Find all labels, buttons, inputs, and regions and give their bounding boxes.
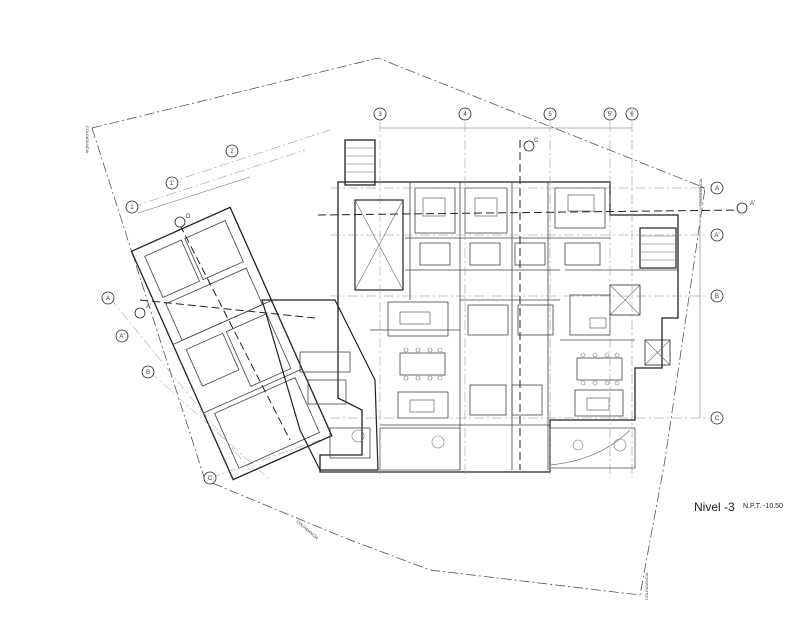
drawing-title: Nivel -3 <box>694 500 735 514</box>
grid-label: A <box>715 186 719 192</box>
boundary-label: COLINDANCIA <box>644 572 649 600</box>
grid-bubble-4 <box>458 107 472 121</box>
grid-label: C <box>715 416 720 422</box>
section-mark: A' <box>146 304 151 310</box>
dining-table-b <box>576 357 623 381</box>
grid-bubble-5 <box>543 107 557 121</box>
grid-bubble-5p <box>603 107 617 121</box>
living-b <box>574 389 624 417</box>
boundary-label: COLINDANCIA <box>295 519 319 541</box>
grid-label: A <box>106 296 110 302</box>
grid-label: 4 <box>463 112 467 118</box>
grid-label: B <box>715 294 719 300</box>
grid-label: A' <box>714 233 719 239</box>
property-boundary <box>91 57 706 596</box>
grid-bubble-C-rot <box>203 471 217 485</box>
boundary-label: COLINDANCIA <box>698 178 703 206</box>
grid-bubble-C <box>710 411 724 425</box>
section-mark: D <box>186 214 191 220</box>
grid-bubble-3 <box>373 107 387 121</box>
grid-label: 1 <box>130 205 134 211</box>
dining-table-wing <box>299 351 351 373</box>
grid-bubble-A <box>710 181 724 195</box>
grid-bubble-6 <box>625 107 639 121</box>
grid-label: C <box>208 476 213 482</box>
grid-label: 6 <box>630 112 634 118</box>
grid-bubble-1 <box>125 200 139 214</box>
grid-bubble-A-rot <box>101 291 115 305</box>
grid-bubble-Ap <box>710 228 724 242</box>
dining-table-a <box>399 352 446 376</box>
section-mark: C <box>534 138 539 144</box>
grid-label: 5' <box>608 112 612 118</box>
kitchen-a <box>387 301 449 337</box>
grid-label: 3 <box>378 112 382 118</box>
grid-bubble-B-rot <box>141 365 155 379</box>
grid-label: 1' <box>170 181 174 187</box>
grid-bubble-2 <box>225 144 239 158</box>
grid-bubble-Ap-rot <box>115 329 129 343</box>
grid-label: A' <box>119 334 124 340</box>
grid-label: 5 <box>548 112 552 118</box>
grid-bubble-1p <box>165 176 179 190</box>
grid-label: B <box>146 370 150 376</box>
boundary-label: COLINDANCIA <box>85 126 90 154</box>
wing-living <box>261 299 379 471</box>
section-mark: A' <box>750 201 755 207</box>
rotated-wing <box>130 206 333 481</box>
grid-label: 2 <box>230 149 234 155</box>
level-elevation: N.P.T. -10.50 <box>743 503 783 510</box>
grid-bubble-B <box>710 289 724 303</box>
building-outline-main <box>319 181 679 473</box>
living-a <box>397 391 449 419</box>
